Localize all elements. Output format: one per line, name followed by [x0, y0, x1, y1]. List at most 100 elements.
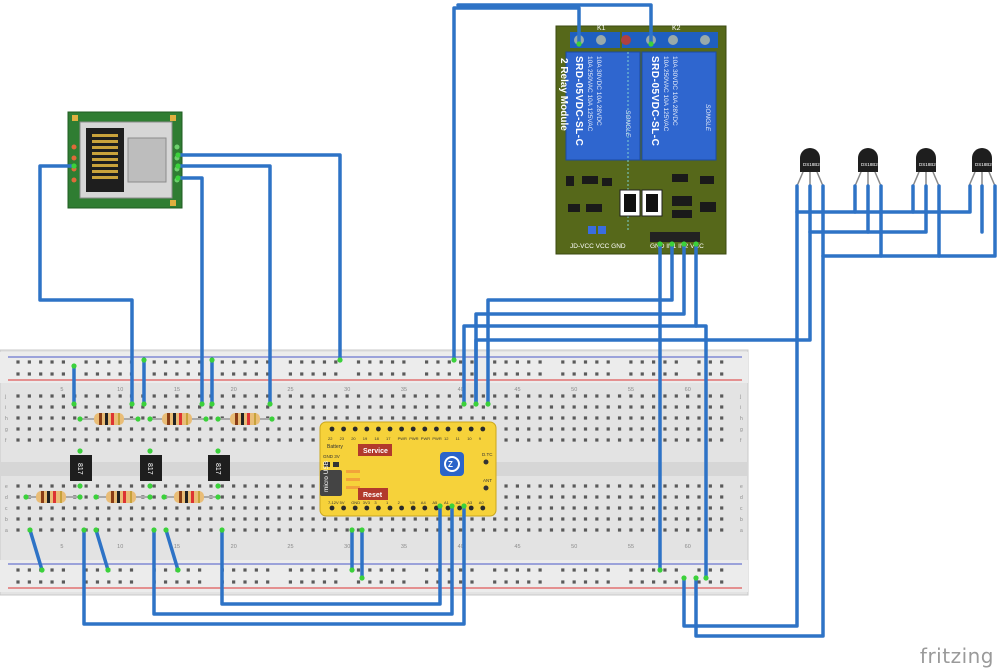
connection-dot [657, 241, 663, 247]
reset-button-label: Reset [363, 492, 383, 499]
connection-dot [147, 448, 153, 454]
row-letter: e [740, 484, 743, 490]
mc-pin-label: PWR [421, 436, 430, 441]
row-letter: b [5, 517, 8, 523]
relay-1-brand: SONGLE [624, 110, 631, 138]
row-letter: b [740, 517, 743, 523]
mc-pin [468, 426, 474, 432]
mc-pin [387, 505, 393, 511]
connection-dot [175, 163, 181, 169]
mc-pin [399, 426, 404, 432]
connection-dot [77, 494, 83, 500]
connection-dot [437, 503, 443, 509]
mc-pin [480, 505, 486, 511]
connection-dot [175, 567, 181, 573]
column-number: 25 [287, 544, 293, 550]
wire-relay-in1 [486, 242, 674, 406]
connection-dot [349, 567, 355, 573]
svg-text:DS18B20: DS18B20 [803, 162, 823, 167]
relay-2-model: SRD-05VDC-SL-C [649, 56, 660, 146]
svg-text:DS18B20: DS18B20 [919, 162, 939, 167]
connection-dot [77, 448, 83, 454]
relay-input-label: GND IN1 IN2 VCC [650, 243, 704, 250]
connection-dot [485, 401, 491, 407]
row-letter: h [5, 416, 8, 422]
column-number: 20 [231, 387, 237, 393]
column-number: 60 [685, 387, 691, 393]
relay-2-rating-1: 10A 250VAC 10A 125VAC [662, 56, 669, 132]
connection-dot [215, 416, 221, 422]
resistor-1 [80, 413, 138, 425]
connection-dot [77, 483, 83, 489]
sensor-1: DS18B20 [796, 148, 824, 187]
resistor-6 [164, 491, 218, 503]
connection-dot [681, 575, 687, 581]
sensor-3: DS18B20 [912, 148, 940, 187]
mc-pin [329, 505, 335, 511]
optocoupler-group: 817 817 817 [70, 455, 230, 481]
connection-dot [161, 494, 167, 500]
svg-text:Z: Z [448, 460, 453, 469]
mc-pin [422, 426, 428, 432]
service-button-label: Service [363, 448, 388, 455]
fritzing-watermark: fritzing [919, 644, 994, 668]
connection-dot [175, 175, 181, 181]
wire-relay-vcc [462, 242, 698, 406]
relay-jumper-label: JD-VCC VCC GND [570, 243, 626, 250]
mc-pin [468, 505, 474, 511]
mc-pin-label: 22 [328, 436, 333, 441]
connection-dot [461, 401, 467, 407]
mc-pin-label: A2 [456, 500, 462, 505]
mc-pin [434, 426, 439, 432]
connection-dot [81, 527, 87, 533]
ant-label: ANT [483, 478, 492, 483]
svg-text:DS18B20: DS18B20 [975, 162, 995, 167]
connection-dot [359, 575, 365, 581]
mc-pin-label: GND [351, 500, 360, 505]
mc-pin-label: 2 [398, 500, 401, 505]
connection-dot [93, 527, 99, 533]
column-number: 40 [458, 544, 464, 550]
column-number: 45 [514, 387, 520, 393]
relay-2-brand: SONGLE [704, 104, 711, 132]
row-letter: h [740, 416, 743, 422]
connection-dot [337, 357, 343, 363]
connection-dot [269, 416, 275, 422]
resistor-4 [26, 491, 80, 503]
connection-dot [349, 527, 355, 533]
connection-dot [215, 448, 221, 454]
connection-dot [693, 241, 699, 247]
column-number: 50 [571, 544, 577, 550]
row-letter: a [5, 528, 8, 534]
mc-pin [422, 505, 428, 511]
resistor-3 [218, 413, 272, 425]
row-letter: d [5, 495, 8, 501]
mc-pin-label: 19 [363, 436, 368, 441]
mc-pin [341, 505, 346, 511]
relay-k1-label: K1 [597, 25, 606, 32]
svg-text:817: 817 [76, 463, 83, 475]
wire-bottom-gnd-1 [28, 528, 44, 572]
mc-pin-label: PWR [409, 436, 418, 441]
connection-dot [141, 357, 147, 363]
service-button[interactable] [358, 444, 392, 456]
mc-pin-label: A5 [432, 500, 438, 505]
relay-k2-label: K2 [672, 25, 681, 32]
reset-button[interactable] [358, 488, 388, 500]
connection-dot [27, 527, 33, 533]
wire-sensor-ground [694, 254, 825, 638]
optocoupler-3: 817 [208, 455, 230, 481]
mc-pin [445, 505, 451, 511]
relay-1-model: SRD-05VDC-SL-C [573, 56, 584, 146]
optocoupler-2: 817 [140, 455, 162, 481]
wire-eth-right-2 [176, 164, 272, 406]
wire-bottom-3 [220, 504, 442, 606]
column-number: 40 [458, 387, 464, 393]
row-letter: e [5, 484, 8, 490]
connection-dot [135, 416, 141, 422]
row-letter: c [740, 506, 743, 512]
mc-pin-label: A0 [479, 500, 485, 505]
wire-bottom-gnd-2 [94, 528, 110, 572]
